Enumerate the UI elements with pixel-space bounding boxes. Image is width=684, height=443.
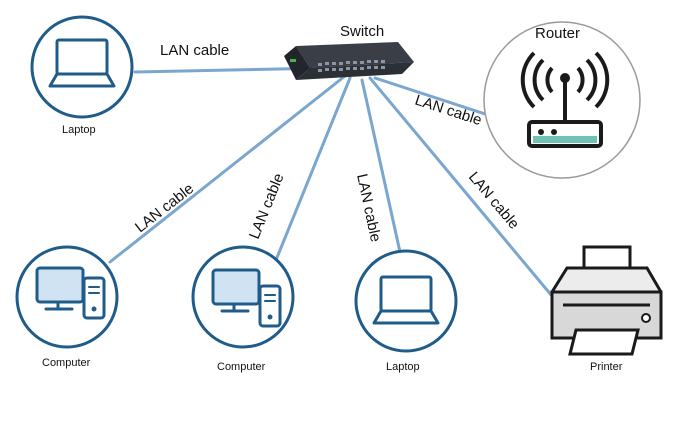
computer-icon <box>35 266 106 320</box>
computer-mid-label: Computer <box>217 361 266 373</box>
laptop-bottom-label: Laptop <box>386 361 420 373</box>
computer-mid: Computer <box>191 245 295 373</box>
router-label: Router <box>535 25 580 42</box>
computer-left: Computer <box>15 245 119 369</box>
laptop-icon <box>48 38 116 88</box>
cable-laptop-bottom <box>360 78 402 254</box>
router: Router <box>483 21 641 179</box>
cable-label-laptop-bottom: LAN cable <box>353 172 384 243</box>
computer-icon <box>211 268 282 328</box>
switch: Switch <box>284 23 414 80</box>
printer-icon <box>550 245 663 356</box>
printer: Printer <box>550 245 663 373</box>
laptop-icon <box>372 275 440 325</box>
cable-label-laptop-top: LAN cable <box>160 42 229 59</box>
cable-computer-mid <box>274 76 352 262</box>
router-icon <box>520 51 610 148</box>
cables <box>108 66 554 298</box>
cable-computer-left <box>108 74 347 264</box>
laptop-top-label: Laptop <box>62 124 96 136</box>
laptop-bottom: Laptop <box>354 249 458 373</box>
printer-label: Printer <box>590 361 623 373</box>
computer-left-label: Computer <box>42 357 91 369</box>
cable-label-computer-mid: LAN cable <box>246 171 288 242</box>
cable-printer <box>368 76 554 298</box>
switch-label: Switch <box>340 23 384 40</box>
laptop-top: Laptop <box>30 15 134 136</box>
cable-label-computer-left: LAN cable <box>132 180 197 236</box>
router-circle <box>483 21 641 179</box>
cable-label-router: LAN cable <box>413 92 484 130</box>
